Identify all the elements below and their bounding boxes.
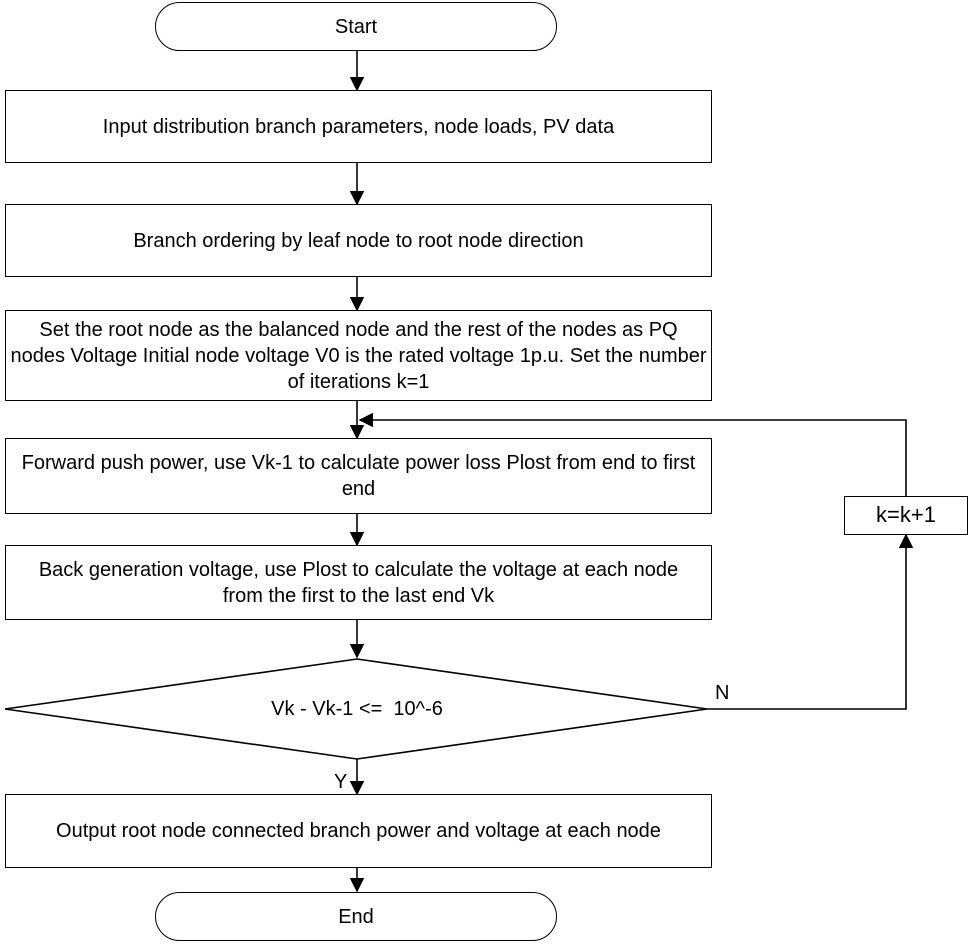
yes-branch-label: Y — [334, 771, 348, 793]
start-terminal: Start — [155, 2, 557, 51]
decision-condition: Vk - Vk-1 <= 10^-6 — [271, 698, 443, 720]
output-step-text: Output root node connected branch power … — [56, 820, 661, 842]
ordering-step-text: Branch ordering by leaf node to root nod… — [133, 229, 584, 252]
back-generation-step: Back generation voltage, use Plost to ca… — [5, 545, 712, 620]
start-label: Start — [334, 15, 378, 38]
no-branch-label: N — [715, 682, 730, 704]
arrow-decision-no-to-increment — [707, 533, 914, 710]
decision-diamond — [4, 658, 708, 760]
input-step: Input distribution branch parameters, no… — [5, 90, 712, 163]
back-generation-step-text: Back generation voltage, use Plost to ca… — [38, 558, 679, 607]
end-label: End — [338, 905, 374, 928]
initialization-step-text: Set the root node as the balanced node a… — [10, 318, 707, 393]
arrow-increment-loop-back — [358, 412, 907, 496]
increment-step: k=k+1 — [844, 496, 968, 535]
increment-step-text: k=k+1 — [876, 502, 936, 528]
output-step: Output root node connected branch power … — [5, 794, 712, 868]
initialization-step: Set the root node as the balanced node a… — [5, 310, 712, 401]
input-step-text: Input distribution branch parameters, no… — [102, 115, 615, 138]
end-terminal: End — [155, 892, 557, 941]
ordering-step: Branch ordering by leaf node to root nod… — [5, 204, 712, 277]
forward-push-step-text: Forward push power, use Vk-1 to calculat… — [21, 452, 696, 500]
forward-push-step: Forward push power, use Vk-1 to calculat… — [5, 438, 712, 514]
